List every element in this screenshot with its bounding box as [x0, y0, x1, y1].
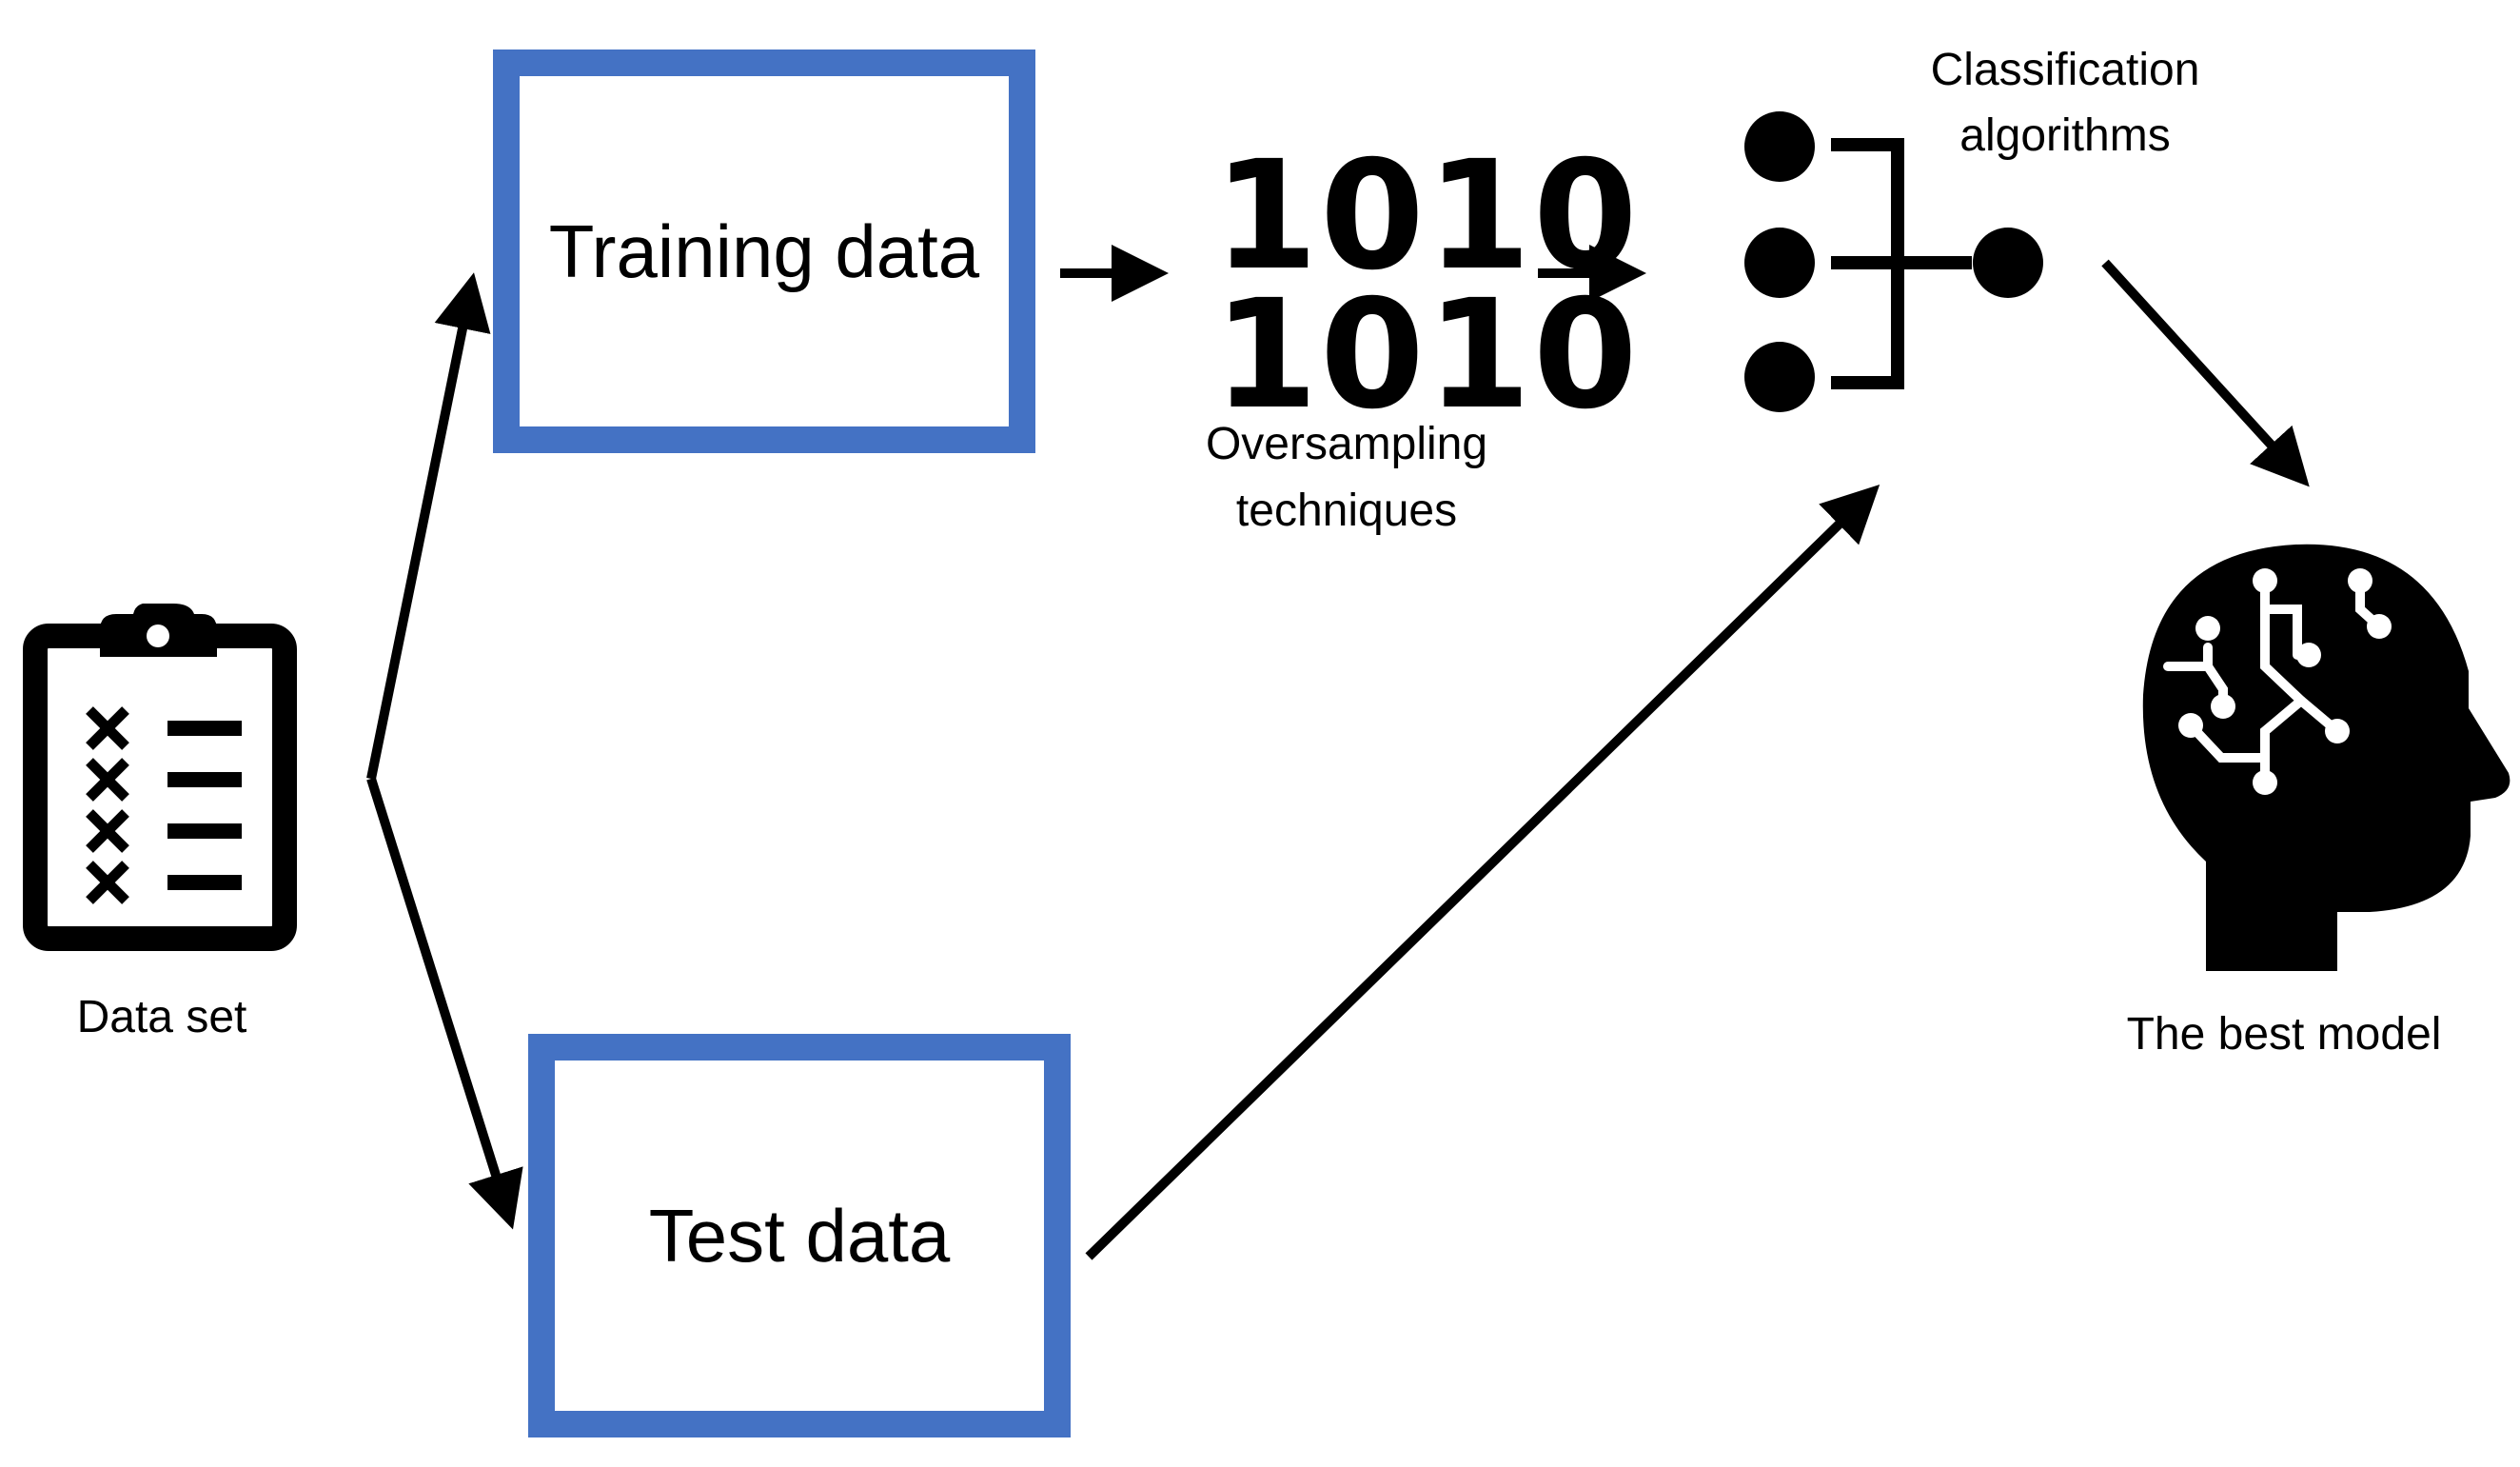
arrow-test-to-classification — [1085, 485, 1880, 1260]
arrow-classification-to-model — [2101, 259, 2310, 487]
dataset-label: Data set — [76, 992, 247, 1042]
classification-label-line1: Classification — [1930, 45, 2200, 95]
binary-bottom-row: 1010 — [1213, 268, 1640, 443]
arrow-to-test — [366, 777, 523, 1230]
oversampling-label-line2: techniques — [1235, 486, 1458, 536]
classification-label-line2: algorithms — [1959, 110, 2171, 161]
network-nodes-icon — [1744, 111, 2043, 412]
ai-head-icon — [2142, 544, 2510, 971]
oversampling-label-line1: Oversampling — [1205, 419, 1488, 469]
test-data-label: Test data — [648, 1193, 951, 1278]
binary-top-row: 1010 — [1213, 129, 1640, 304]
clipboard-checklist-icon — [23, 604, 297, 951]
training-data-box: Training data — [493, 50, 1035, 453]
test-data-box: Test data — [528, 1034, 1071, 1437]
training-data-label: Training data — [548, 208, 980, 293]
arrow-to-training — [366, 272, 491, 780]
arrows — [366, 245, 2310, 1260]
best-model-label: The best model — [2126, 1009, 2442, 1060]
